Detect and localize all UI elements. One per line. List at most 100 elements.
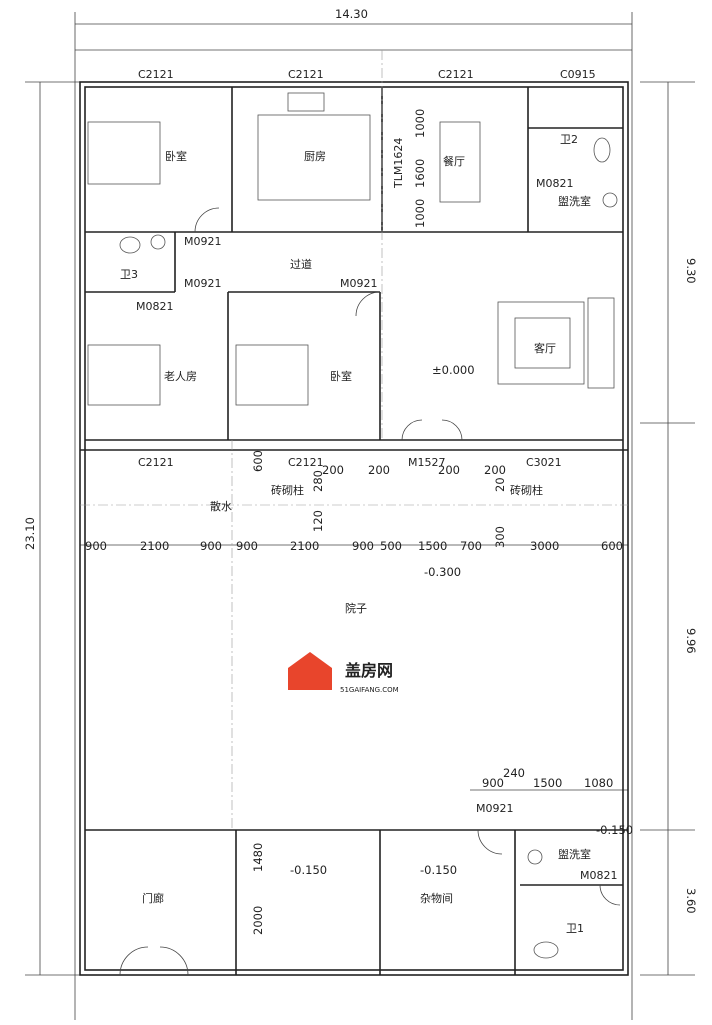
main-door-swing xyxy=(401,419,463,441)
sofa-icon xyxy=(587,297,615,389)
dimension-labels: 14.30 23.10 9.30 9.96 3.60 900 2100 900 … xyxy=(23,7,698,935)
room-bath: 卫1 xyxy=(566,922,584,935)
toilet-icon xyxy=(593,137,611,163)
room-porch: 门廊 xyxy=(142,891,164,905)
room-bedroom: 卧室 xyxy=(165,149,187,163)
room-bedroom: 卧室 xyxy=(330,369,352,383)
dim: 2000 xyxy=(251,906,265,935)
dim: 3000 xyxy=(530,539,559,553)
dim: 900 xyxy=(85,539,107,553)
dim: 240 xyxy=(503,766,525,780)
watermark-url: 51GAIFANG.COM xyxy=(340,686,399,694)
sink-icon xyxy=(287,92,325,112)
dim: 9.96 xyxy=(684,628,698,654)
room-kitchen: 厨房 xyxy=(304,150,326,163)
walls xyxy=(79,50,629,976)
washbasin-icon xyxy=(602,192,618,208)
level: ±0.000 xyxy=(432,363,475,377)
dining-table xyxy=(439,121,481,203)
door-swing xyxy=(194,207,220,233)
depth-dim: 23.10 xyxy=(23,517,37,550)
dim: 200 xyxy=(438,463,460,477)
dim: 1600 xyxy=(413,159,427,188)
furniture xyxy=(87,92,621,976)
door-swing xyxy=(355,291,381,317)
dim: 600 xyxy=(601,539,623,553)
dim: 120 xyxy=(311,510,325,532)
dim: 200 xyxy=(322,463,344,477)
dim: 2100 xyxy=(290,539,319,553)
door-label: M0821 xyxy=(536,177,574,190)
dim: 1500 xyxy=(418,539,447,553)
note: 散水 xyxy=(210,499,232,513)
door-label: M0921 xyxy=(184,277,222,290)
room-washroom: 盥洗室 xyxy=(558,847,591,861)
dim: 9.30 xyxy=(684,258,698,284)
window-label: C2121 xyxy=(438,68,474,81)
bed-icon xyxy=(235,344,309,406)
room-storage: 杂物间 xyxy=(420,891,453,905)
dim: 300 xyxy=(493,526,507,548)
door-label: M0821 xyxy=(136,300,174,313)
dim: 1080 xyxy=(584,776,613,790)
room-living: 客厅 xyxy=(534,341,556,355)
dim: 900 xyxy=(482,776,504,790)
room-yard: 院子 xyxy=(345,601,367,615)
dim: 200 xyxy=(484,463,506,477)
door-label: TLM1624 xyxy=(392,138,405,189)
door-label: M0921 xyxy=(476,802,514,815)
kitchen-counter xyxy=(257,114,371,201)
dim: 2100 xyxy=(140,539,169,553)
room-corridor: 过道 xyxy=(290,257,312,271)
room-elder: 老人房 xyxy=(164,370,197,383)
dimension-lines xyxy=(25,12,695,1020)
door-swing xyxy=(477,829,503,855)
dim: 900 xyxy=(236,539,258,553)
watermark-name: 盖房网 xyxy=(345,661,393,680)
washbasin-icon xyxy=(527,849,543,865)
dim: 500 xyxy=(380,539,402,553)
toilet-icon xyxy=(533,941,559,959)
washbasin-icon xyxy=(150,234,166,250)
dim: 1480 xyxy=(251,843,265,872)
level: -0.150 xyxy=(290,863,327,877)
porch-door-swing xyxy=(119,946,189,976)
note: 砖砌柱 xyxy=(510,483,543,497)
dim: 20 xyxy=(493,477,507,492)
window-label: C2121 xyxy=(138,456,174,469)
window-label: C2121 xyxy=(288,68,324,81)
house-logo-icon xyxy=(288,652,332,690)
room-bath: 卫3 xyxy=(120,268,138,281)
dim: 900 xyxy=(352,539,374,553)
room-washroom: 盥洗室 xyxy=(558,194,591,208)
width-dim: 14.30 xyxy=(335,7,368,21)
dim: 700 xyxy=(460,539,482,553)
watermark: 盖房网 51GAIFANG.COM xyxy=(288,652,399,694)
level: -0.150 xyxy=(420,863,457,877)
coffee-table xyxy=(514,317,571,369)
dim: 280 xyxy=(311,470,325,492)
dim: 900 xyxy=(200,539,222,553)
toilet-icon xyxy=(119,236,141,254)
room-bath: 卫2 xyxy=(560,133,578,146)
bed-icon xyxy=(87,121,161,185)
bed-icon xyxy=(87,344,161,406)
note: 砖砌柱 xyxy=(271,483,304,497)
opening-labels: C2121 C2121 C2121 C0915 C2121 C2121 C302… xyxy=(136,68,618,882)
dim: 1000 xyxy=(413,109,427,138)
dim: 200 xyxy=(368,463,390,477)
door-label: M0921 xyxy=(184,235,222,248)
door-label: M0821 xyxy=(580,869,618,882)
annotations: 砖砌柱 砖砌柱 散水 ±0.000 -0.300 -0.150 -0.150 -… xyxy=(210,363,633,877)
window-label: C3021 xyxy=(526,456,562,469)
dim: 3.60 xyxy=(684,888,698,914)
room-dining: 餐厅 xyxy=(443,154,465,168)
dim: 1000 xyxy=(413,199,427,228)
dim: 1500 xyxy=(533,776,562,790)
door-label: M1527 xyxy=(408,456,446,469)
level: -0.300 xyxy=(424,565,461,579)
level: -0.150 xyxy=(596,823,633,837)
window-label: C2121 xyxy=(138,68,174,81)
door-label: M0921 xyxy=(340,277,378,290)
